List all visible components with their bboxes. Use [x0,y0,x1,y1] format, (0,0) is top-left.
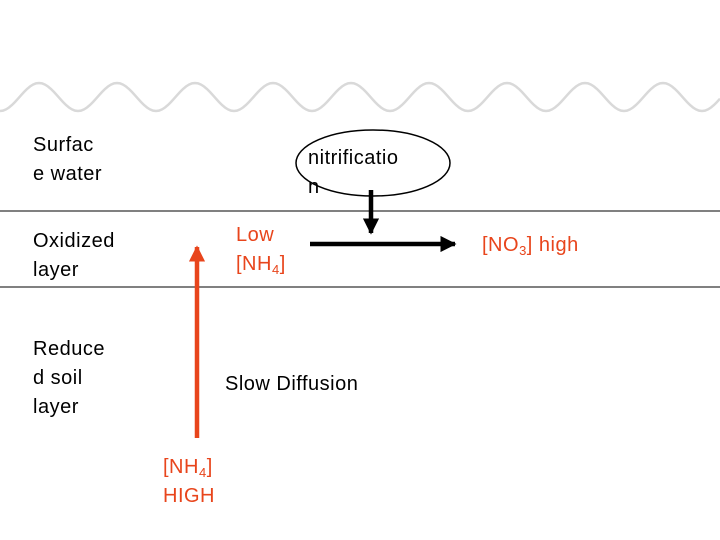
high-ammonium-base: [NH [163,456,199,478]
oxidized-layer-label-line1: Oxidized [33,230,115,252]
water-surface-wave [0,81,720,113]
reduced-soil-layer-label: Reduce d soil layer [33,335,105,422]
nitrate-base: [NO [482,234,520,256]
nitrate-high-label: [NO3] high [482,231,579,260]
nitrate-subscript: 3 [519,243,527,258]
slow-diffusion-label: Slow Diffusion [225,373,359,395]
reduced-soil-layer-label-line2: d soil [33,367,83,389]
low-ammonium-prefix: Low [236,224,275,246]
oxidized-layer-label-line2: layer [33,259,79,281]
oxidized-layer-label: Oxidized layer [33,227,115,285]
nitrate-close: ] [526,234,533,256]
low-ammonium-formula: [NH4] [236,250,286,279]
nitrification-label: nitrificatio n [308,144,398,202]
high-ammonium-formula: [NH4] [163,453,215,482]
surface-water-label-line2: e water [33,163,103,185]
high-ammonium-subscript: 4 [198,465,207,480]
surface-water-label: Surfac e water [33,131,102,189]
low-ammonium-base: [NH [236,253,272,275]
surface-water-label-line1: Surfac [33,134,94,156]
nitrification-label-line2: n [308,176,320,198]
low-ammonium-subscript: 4 [271,262,280,277]
high-ammonium-label: [NH4] HIGH [163,453,215,511]
high-ammonium-close: ] [206,456,213,478]
nitrification-label-line1: nitrificatio [308,147,399,169]
low-ammonium-label: Low [NH4] [236,221,286,279]
reduced-soil-layer-label-line1: Reduce [33,338,105,360]
low-ammonium-close: ] [279,253,286,275]
high-ammonium-suffix: HIGH [163,485,215,507]
nitrate-suffix: high [532,234,579,256]
reduced-soil-layer-label-line3: layer [33,396,79,418]
